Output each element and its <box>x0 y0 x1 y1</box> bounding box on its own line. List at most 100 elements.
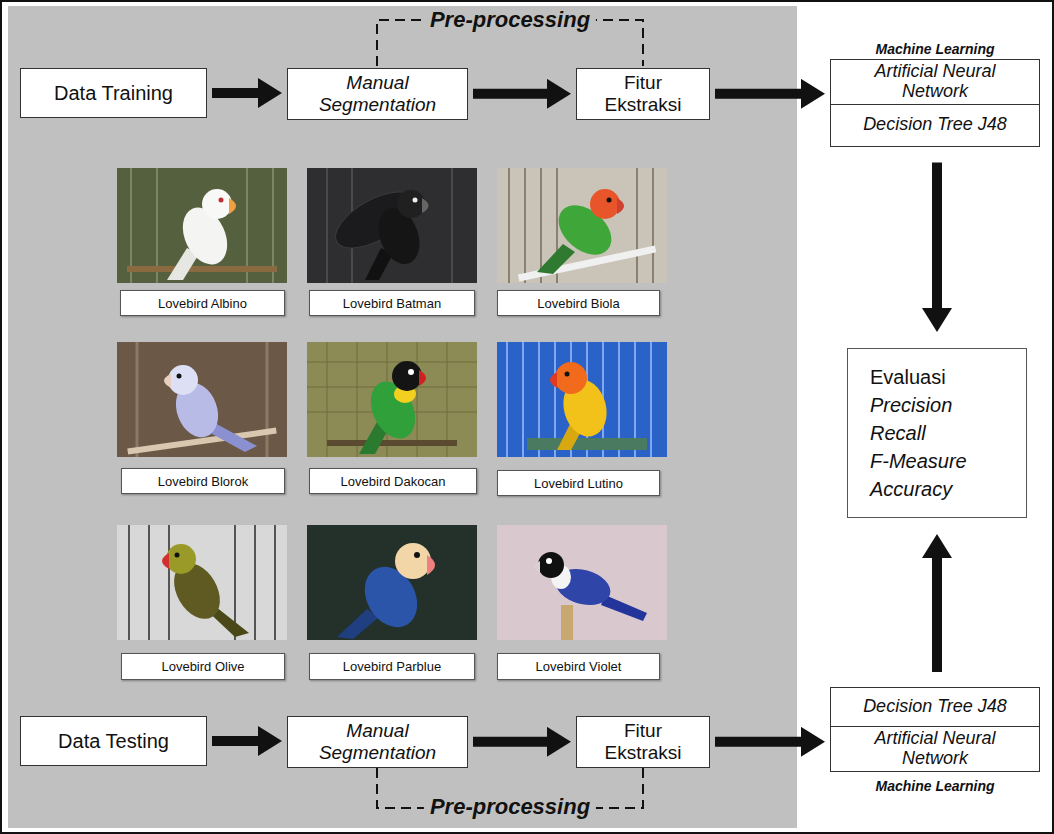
model-cell: Decision Tree J48 <box>830 104 1040 147</box>
process-box: Fitur Ekstraksi <box>576 716 710 768</box>
class-label: Lovebird Albino <box>120 290 285 316</box>
bird-beak <box>534 561 540 573</box>
bird-head <box>590 189 620 219</box>
bird-beak <box>617 198 624 214</box>
photo-background <box>117 342 287 457</box>
bird-beak <box>229 198 236 214</box>
node-text: Lovebird Biola <box>537 296 619 311</box>
bird-eye <box>413 198 418 203</box>
photo-background <box>117 168 287 283</box>
bird-eye <box>408 369 414 375</box>
flow-arrow <box>932 558 942 672</box>
bird-photo <box>497 525 667 640</box>
model-cell: Artificial Neural Network <box>830 59 1040 105</box>
bird-eye <box>414 552 420 558</box>
bird-head <box>538 552 564 578</box>
flow-arrow <box>212 736 258 746</box>
cage-bars <box>129 525 275 640</box>
bird-eye <box>546 558 552 564</box>
node-text: Decision Tree J48 <box>863 115 1007 135</box>
node-text: Manual Segmentation <box>294 720 461 764</box>
bird-photo <box>307 342 477 457</box>
bird-tail <box>537 244 575 274</box>
model-group: Machine Learning Decision Tree J48Artific… <box>830 688 1040 797</box>
bird-photo <box>117 342 287 457</box>
metric-text: Recall <box>870 419 926 447</box>
stage-label: Pre-processing <box>424 7 596 33</box>
bird-photo <box>307 168 477 283</box>
bird-head <box>395 543 431 579</box>
group-heading: Machine Learning <box>830 775 1040 797</box>
node-text: Lovebird Dakocan <box>341 474 446 489</box>
flow-arrow <box>715 737 801 747</box>
bird-photo <box>497 168 667 283</box>
class-label: Lovebird Blorok <box>121 468 285 494</box>
node-text: Lovebird Olive <box>161 659 244 674</box>
bird-photo <box>307 525 477 640</box>
class-label: Lovebird Lutino <box>497 470 660 496</box>
bird-head <box>202 189 232 219</box>
node-text: Data Training <box>54 82 173 105</box>
class-label: Lovebird Olive <box>121 653 285 680</box>
bird-photo <box>117 168 287 283</box>
bird-eye <box>219 198 224 203</box>
model-group: Machine LearningArtificial Neural Networ… <box>830 38 1040 147</box>
bird-beak <box>164 374 171 388</box>
photo-background <box>307 525 477 640</box>
flow-arrow <box>212 88 258 98</box>
bird-eye <box>177 374 182 379</box>
grey-panel <box>8 6 797 828</box>
metric-text: Accuracy <box>870 475 952 503</box>
photo-background <box>497 525 667 640</box>
node-text: Lovebird Violet <box>536 659 622 674</box>
perch <box>327 440 457 446</box>
input-box: Data Training <box>20 68 207 118</box>
node-text: Data Testing <box>58 730 169 753</box>
flow-arrow <box>473 89 547 99</box>
bird-head <box>397 190 425 218</box>
bird-tail <box>337 609 379 639</box>
process-box: Fitur Ekstraksi <box>576 68 710 120</box>
bird-head <box>168 365 198 395</box>
node-text: Lovebird Parblue <box>343 659 441 674</box>
node-text: Lovebird Albino <box>158 296 247 311</box>
node-text: Fitur Ekstraksi <box>583 720 703 764</box>
cage-bars <box>507 342 651 457</box>
metric-text: F-Measure <box>870 447 967 475</box>
process-box: Manual Segmentation <box>287 68 468 120</box>
cage-mesh <box>307 342 477 457</box>
bird-eye <box>565 372 570 377</box>
node-text: Lovebird Batman <box>343 296 441 311</box>
perch <box>527 438 647 450</box>
photo-background <box>307 168 477 283</box>
flow-arrow <box>715 89 801 99</box>
bird-beak <box>419 370 426 386</box>
cage-bars <box>327 168 452 283</box>
bird-beak <box>162 553 169 569</box>
bird-beak <box>422 198 429 213</box>
bird-head <box>555 362 587 394</box>
node-text: Lovebird Lutino <box>534 476 623 491</box>
model-cell: Artificial Neural Network <box>830 726 1040 772</box>
node-text: Artificial Neural Network <box>839 729 1031 769</box>
bird-photo <box>117 525 287 640</box>
class-label: Lovebird Batman <box>309 290 475 316</box>
class-label: Lovebird Violet <box>497 653 660 680</box>
input-box: Data Testing <box>20 716 207 766</box>
bird-tail <box>601 595 647 621</box>
process-box: Manual Segmentation <box>287 716 468 768</box>
class-label: Lovebird Dakocan <box>309 468 477 494</box>
bird-head <box>166 544 196 574</box>
evaluation-box: EvaluasiPrecisionRecallF-MeasureAccuracy <box>847 348 1027 518</box>
flow-arrow <box>932 163 942 308</box>
flow-arrow <box>473 737 547 747</box>
bird-head <box>392 361 422 391</box>
class-label: Lovebird Biola <box>497 290 660 316</box>
node-text: Decision Tree J48 <box>863 697 1007 717</box>
cage-bars <box>131 168 273 283</box>
class-label: Lovebird Parblue <box>309 653 475 680</box>
photo-background <box>497 342 667 457</box>
photo-background <box>497 168 667 283</box>
